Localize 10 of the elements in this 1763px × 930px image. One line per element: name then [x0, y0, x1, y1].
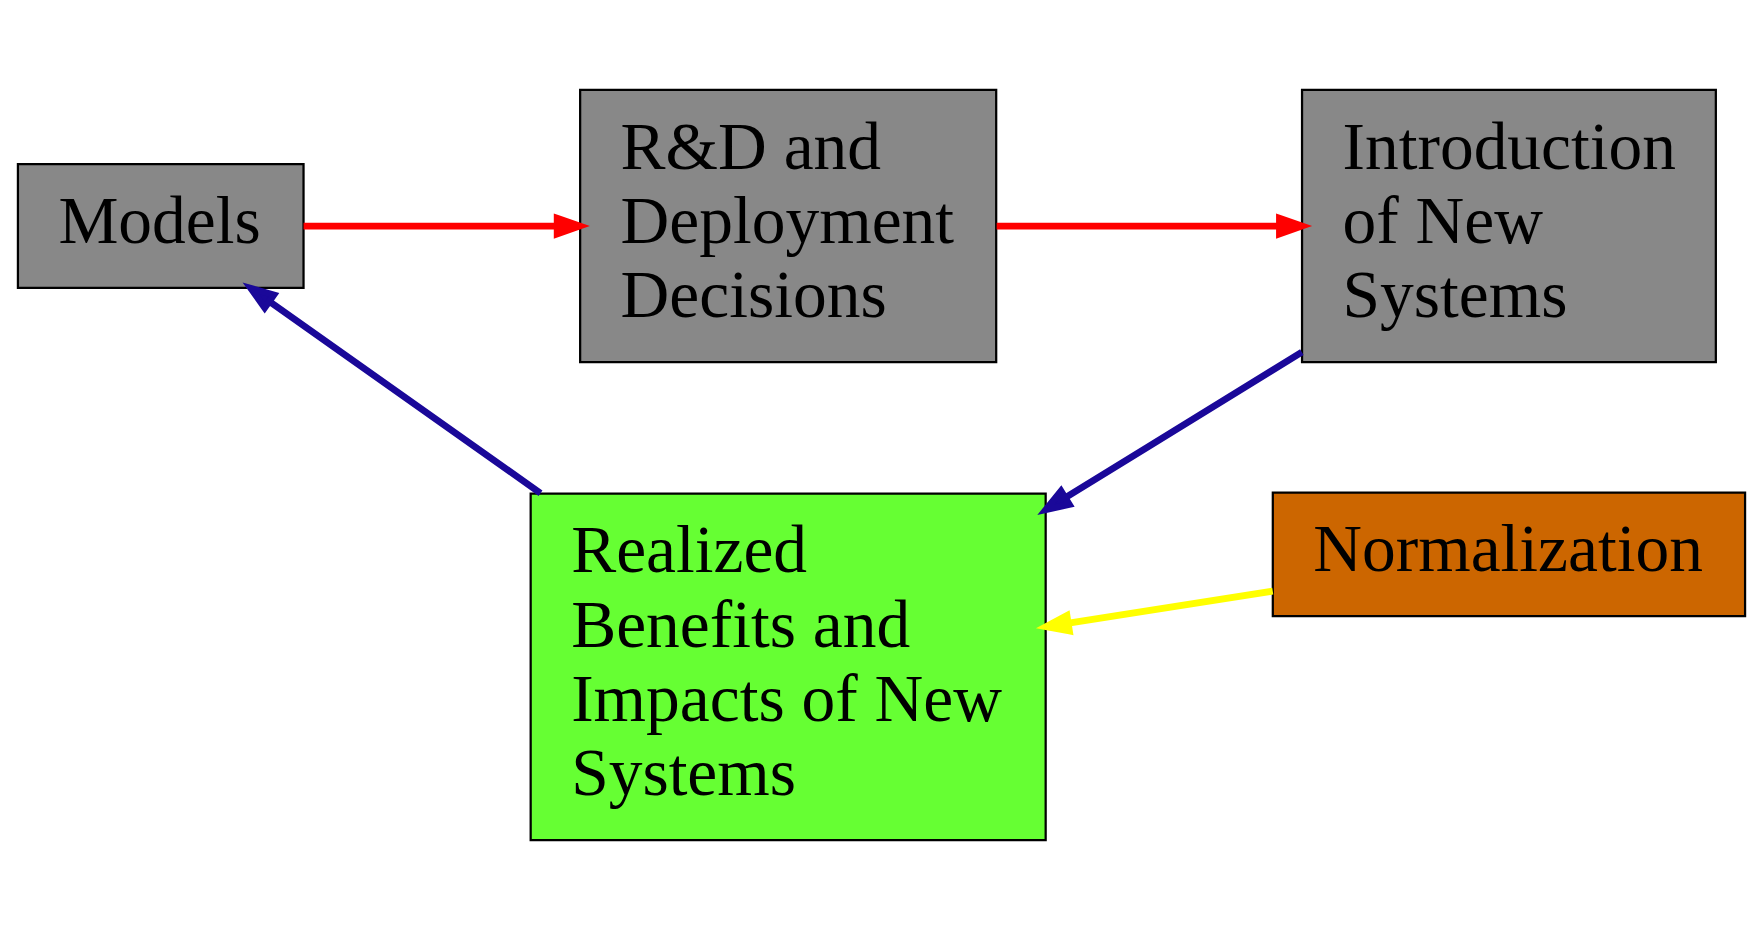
arrow — [996, 213, 1313, 239]
arrow — [1035, 587, 1274, 636]
arrow — [242, 282, 543, 496]
node-box: Models — [16, 163, 305, 290]
arrow — [303, 213, 590, 239]
node-box: Introduction of New Systems — [1300, 88, 1717, 364]
node-box: R&D and Deployment Decisions — [579, 88, 998, 364]
arrow — [1037, 349, 1304, 515]
node-box: Normalization — [1271, 491, 1747, 618]
node-box: Realized Benefits and Impacts of New Systems — [529, 492, 1047, 842]
